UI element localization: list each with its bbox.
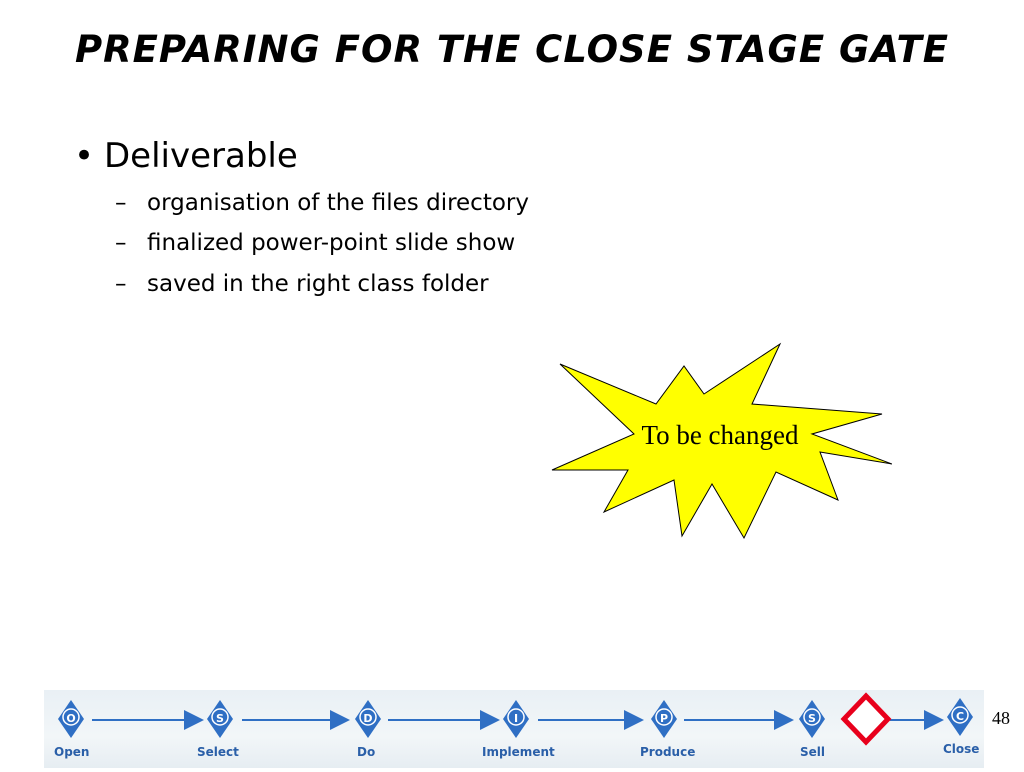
bullet-text: Deliverable — [104, 136, 298, 176]
stage-label-select: Select — [197, 745, 239, 759]
stage-label-close: Close — [943, 742, 979, 756]
stage-do-icon — [355, 700, 381, 738]
stage-sell-icon — [799, 700, 825, 738]
subitem-marker: – — [115, 230, 127, 256]
stage-letter: O — [66, 712, 75, 725]
stage-close-icon — [947, 698, 973, 736]
callout-text: To be changed — [641, 420, 799, 450]
stage-letter: S — [216, 712, 224, 725]
stage-implement-icon — [503, 700, 529, 738]
subitem-class-folder: –saved in the right class folder — [115, 271, 489, 297]
starburst-callout-shape — [551, 342, 892, 540]
subitem-text: organisation of the files directory — [147, 190, 529, 216]
subitem-marker: – — [115, 271, 127, 297]
stage-open-icon — [58, 700, 84, 738]
stage-gate-process-bar: O S D I P S C Open Select Do Implement P… — [44, 690, 984, 768]
stage-label-open: Open — [54, 745, 89, 759]
stage-letter: P — [660, 712, 668, 725]
subitem-marker: – — [115, 190, 127, 216]
stage-label-implement: Implement — [482, 745, 555, 759]
stage-letter: I — [514, 712, 518, 725]
stage-label-sell: Sell — [800, 745, 825, 759]
process-diagram: O S D I P S C Open Select Do Implement P… — [54, 692, 979, 759]
starburst-polygon — [551, 342, 892, 540]
stage-letter: S — [808, 712, 816, 725]
bullet-deliverable: •Deliverable — [74, 136, 298, 176]
slide-title: PREPARING FOR THE CLOSE STAGE GATE — [75, 28, 949, 71]
close-gate-highlight-icon — [840, 692, 892, 746]
subitem-slide-show: –finalized power-point slide show — [115, 230, 515, 256]
stage-label-produce: Produce — [640, 745, 695, 759]
stage-letter: C — [956, 710, 964, 723]
subitem-text: finalized power-point slide show — [147, 230, 516, 256]
bullet-marker: • — [74, 136, 95, 176]
stage-produce-icon — [651, 700, 677, 738]
page-number: 48 — [992, 708, 1010, 728]
stage-label-do: Do — [357, 745, 375, 759]
stage-letter: D — [363, 712, 372, 725]
subitem-files-directory: –organisation of the files directory — [115, 190, 529, 216]
stage-select-icon — [207, 700, 233, 738]
subitem-text: saved in the right class folder — [147, 271, 489, 297]
